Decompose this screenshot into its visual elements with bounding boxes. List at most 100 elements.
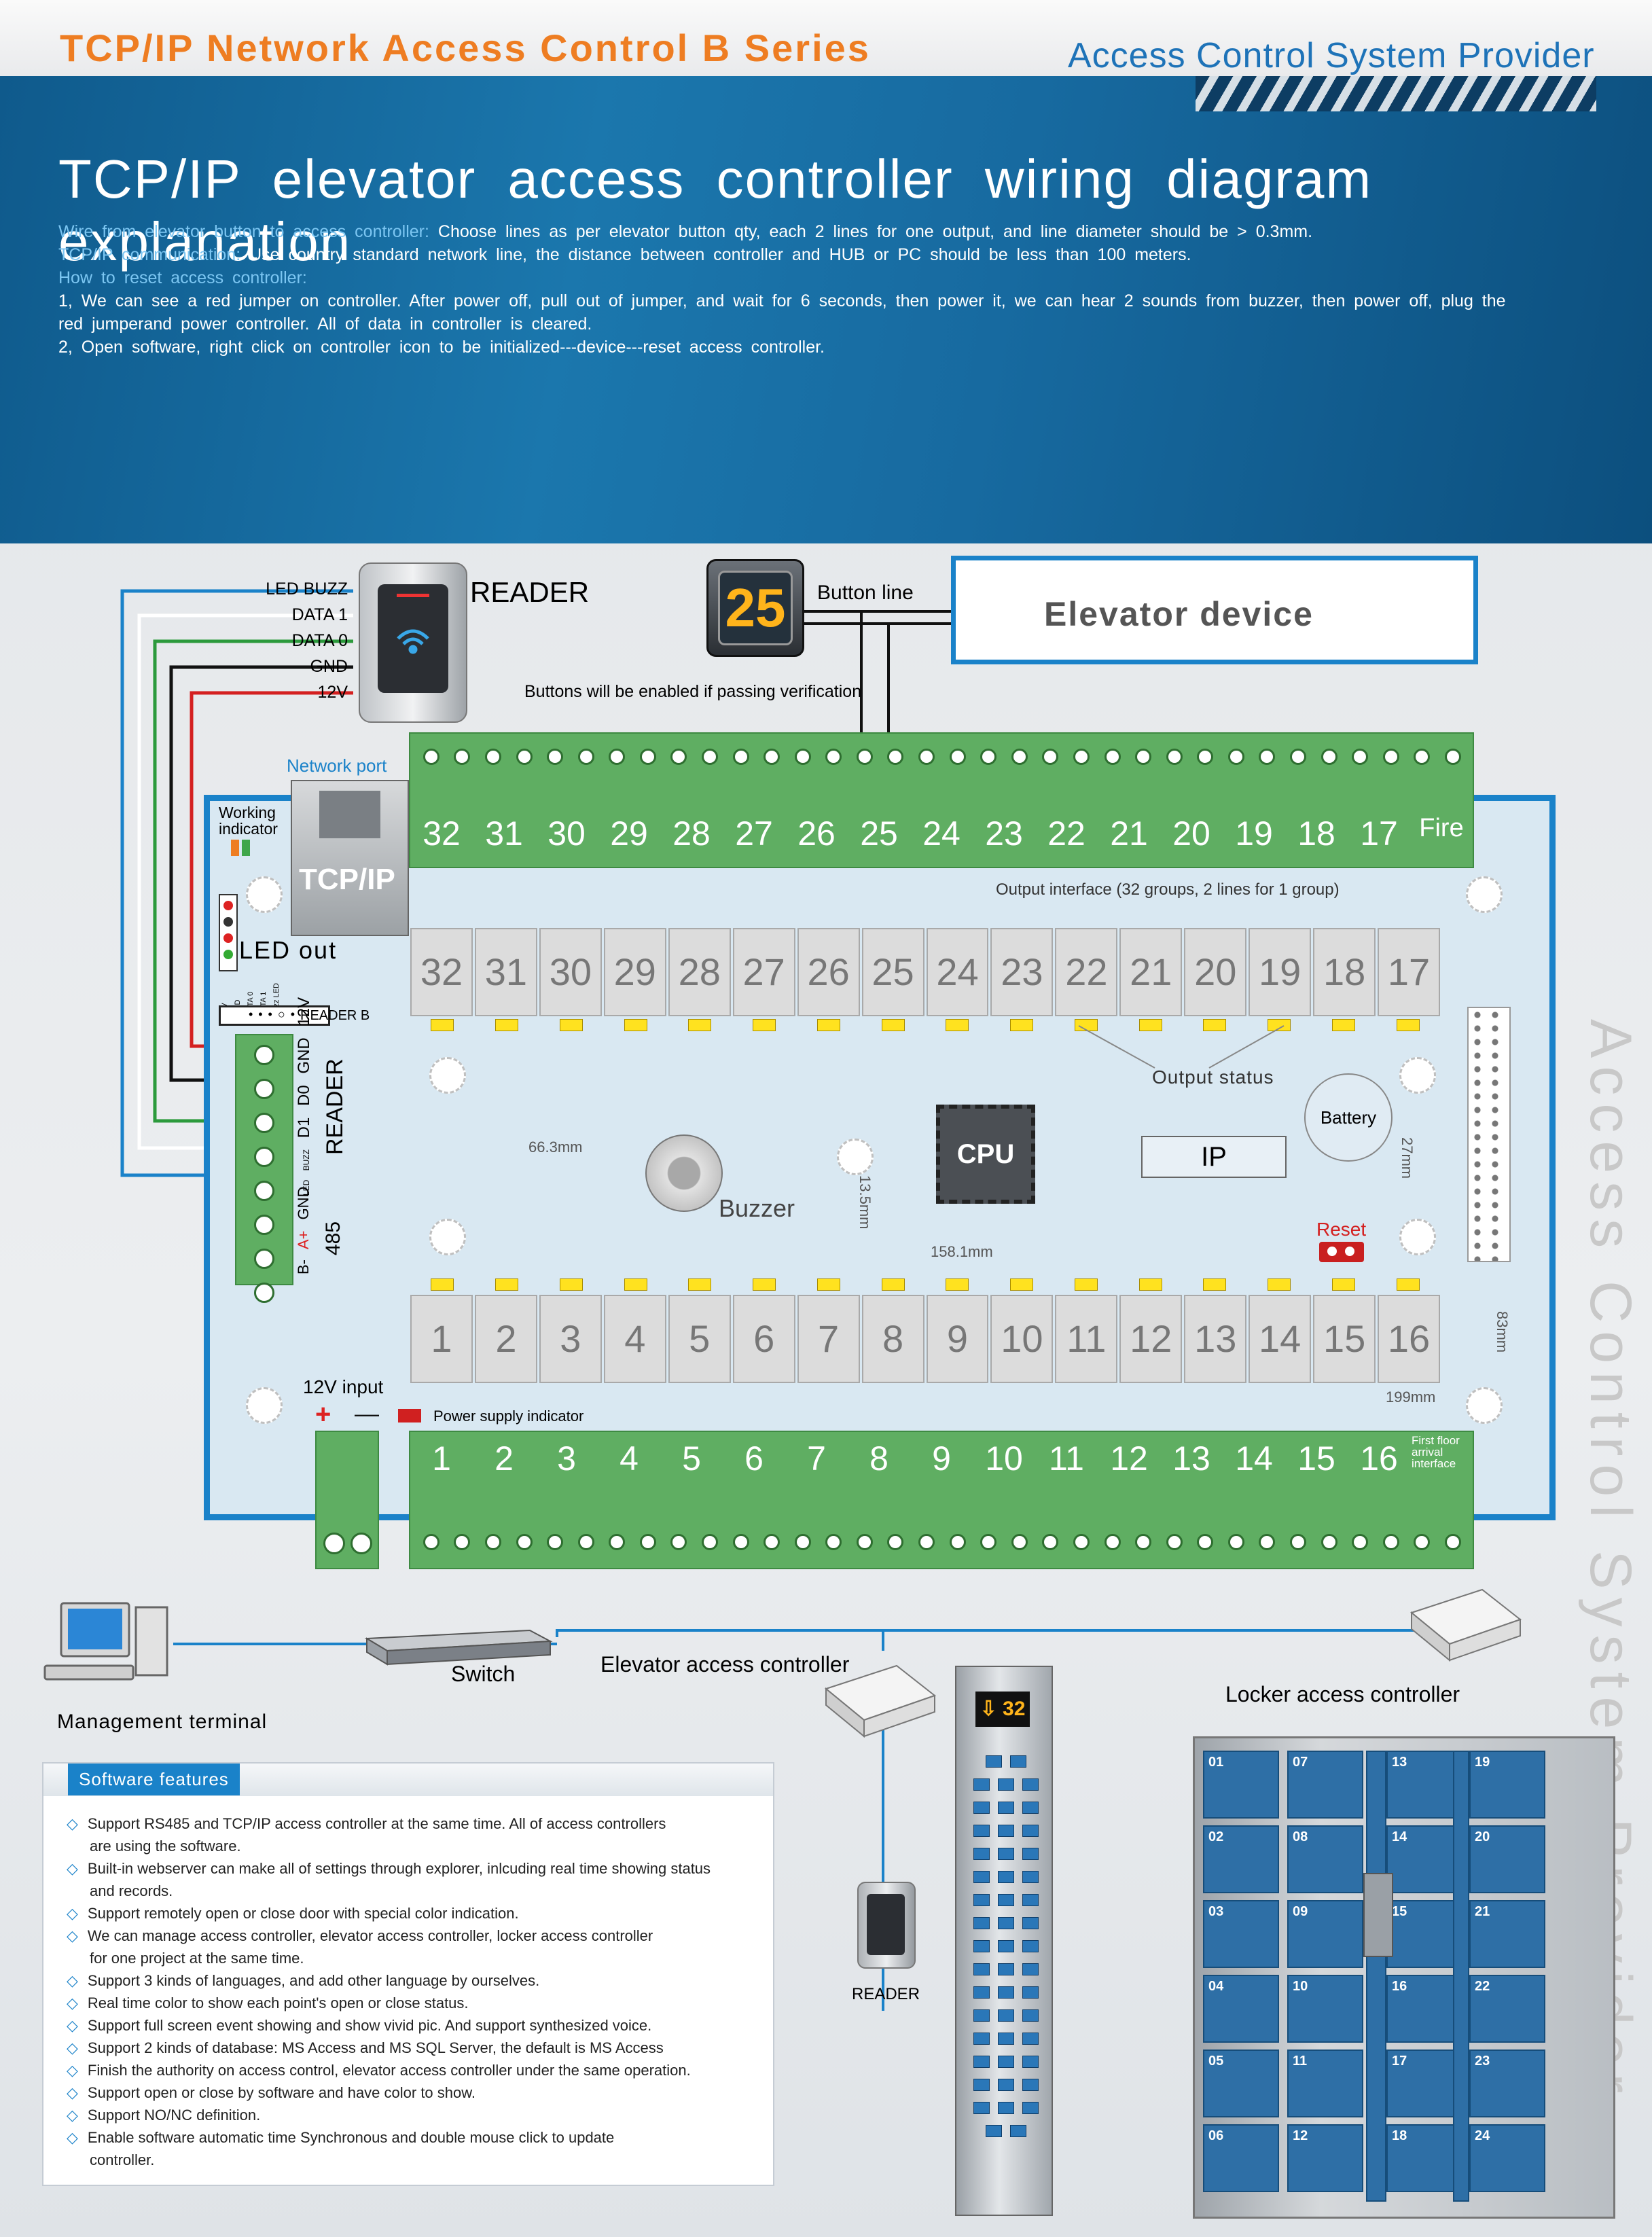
output-box: 16	[1378, 1295, 1440, 1383]
cpu-chip: CPU	[936, 1105, 1035, 1204]
elevator-floor-button[interactable]	[998, 2079, 1014, 2091]
elevator-floor-button[interactable]	[998, 1894, 1014, 1906]
elevator-floor-button[interactable]	[973, 1940, 990, 1952]
locker-keypad[interactable]	[1363, 1873, 1393, 1957]
elevator-floor-button[interactable]	[973, 2056, 990, 2068]
elevator-button-row	[969, 2099, 1043, 2122]
elevator-floor-button[interactable]	[1022, 1940, 1039, 1952]
elevator-floor-button[interactable]	[973, 1894, 990, 1906]
pin: A+	[295, 1230, 312, 1250]
elevator-floor-button[interactable]	[1022, 1963, 1039, 1975]
elevator-floor-button[interactable]	[1010, 1755, 1026, 1768]
elevator-floor-button[interactable]	[1022, 1871, 1039, 1883]
elevator-floor-button[interactable]	[973, 1963, 990, 1975]
elevator-floor-button[interactable]	[998, 2056, 1014, 2068]
elevator-floor-button[interactable]	[1022, 1825, 1039, 1837]
elevator-floor-button[interactable]	[973, 2033, 990, 2045]
locker-door[interactable]: 13	[1386, 1751, 1462, 1819]
locker-door[interactable]: 20	[1469, 1825, 1545, 1893]
elevator-floor-button[interactable]	[998, 1986, 1014, 1999]
screw	[516, 1534, 533, 1550]
locker-door[interactable]: 22	[1469, 1975, 1545, 2043]
elevator-floor-button[interactable]	[973, 2079, 990, 2091]
elevator-floor-button[interactable]	[998, 1802, 1014, 1814]
locker-door[interactable]: 23	[1469, 2050, 1545, 2117]
locker-door[interactable]: 11	[1287, 2050, 1363, 2117]
floor-display-number: 32	[1003, 1698, 1026, 1720]
screw	[949, 749, 966, 765]
elevator-floor-button[interactable]	[973, 1848, 990, 1860]
feature-text: We can manage access controller, elevato…	[87, 1927, 653, 1944]
locker-door[interactable]: 05	[1203, 2050, 1279, 2117]
elevator-floor-button[interactable]	[1022, 1894, 1039, 1906]
feature-item: ◇We can manage access controller, elevat…	[67, 1927, 653, 1944]
output-box: 31	[474, 928, 537, 1016]
locker-door[interactable]: 02	[1203, 1825, 1279, 1893]
elevator-floor-button[interactable]	[973, 1778, 990, 1791]
page-title: TCP/IP elevator access controller wiring…	[58, 149, 1373, 272]
elevator-floor-button[interactable]	[1022, 2102, 1039, 2114]
elevator-floor-button[interactable]	[1010, 2125, 1026, 2137]
screw	[484, 1534, 501, 1550]
elevator-floor-button[interactable]	[1022, 2056, 1039, 2068]
desc-line-6: 2, Open software, right click on control…	[58, 338, 825, 357]
elevator-floor-button[interactable]	[998, 2102, 1014, 2114]
feature-item: ◇Support RS485 and TCP/IP access control…	[67, 1815, 666, 1832]
locker-door[interactable]: 04	[1203, 1975, 1279, 2043]
elevator-floor-button[interactable]	[973, 2009, 990, 2022]
locker-door[interactable]: 10	[1287, 1975, 1363, 2043]
locker-door[interactable]: 12	[1287, 2124, 1363, 2192]
screw	[701, 749, 718, 765]
elevator-button-row	[969, 2076, 1043, 2099]
elevator-floor-button[interactable]	[986, 2125, 1002, 2137]
elevator-floor-button[interactable]	[973, 1871, 990, 1883]
locker-door[interactable]: 18	[1386, 2124, 1462, 2192]
elevator-floor-button[interactable]	[998, 1871, 1014, 1883]
locker-door[interactable]: 08	[1287, 1825, 1363, 1893]
elevator-button-row	[969, 1914, 1043, 1937]
locker-door[interactable]: 09	[1287, 1900, 1363, 1968]
locker-door[interactable]: 16	[1386, 1975, 1462, 2043]
elevator-floor-button[interactable]	[1022, 1778, 1039, 1791]
elevator-floor-button[interactable]	[998, 1940, 1014, 1952]
elevator-floor-button[interactable]	[973, 1825, 990, 1837]
elevator-floor-button[interactable]	[973, 1802, 990, 1814]
locker-door[interactable]: 14	[1386, 1825, 1462, 1893]
locker-door[interactable]: 24	[1469, 2124, 1545, 2192]
locker-door[interactable]: 03	[1203, 1900, 1279, 1968]
wire-label: 12V	[317, 683, 348, 702]
screw	[254, 1215, 274, 1235]
locker-door[interactable]: 17	[1386, 2050, 1462, 2117]
locker-door[interactable]: 21	[1469, 1900, 1545, 1968]
elevator-floor-button[interactable]	[1022, 1986, 1039, 1999]
upper-output-leds	[410, 1019, 1440, 1033]
elevator-floor-button[interactable]	[998, 2009, 1014, 2022]
elevator-floor-button[interactable]	[1022, 1802, 1039, 1814]
terminal-number: 30	[547, 815, 586, 853]
elevator-floor-button[interactable]	[998, 1778, 1014, 1791]
elevator-floor-button[interactable]	[1022, 2009, 1039, 2022]
elevator-floor-button[interactable]	[1022, 1917, 1039, 1929]
locker-door[interactable]: 06	[1203, 2124, 1279, 2192]
reset-jumper[interactable]	[1319, 1242, 1364, 1262]
elevator-floor-button[interactable]	[973, 2102, 990, 2114]
elevator-floor-button[interactable]	[998, 1848, 1014, 1860]
wire-label: DATA 1	[291, 605, 348, 624]
elevator-floor-button[interactable]	[1022, 1848, 1039, 1860]
elevator-floor-button[interactable]	[973, 1917, 990, 1929]
locker-door[interactable]: 19	[1469, 1751, 1545, 1819]
elevator-floor-button[interactable]	[998, 1963, 1014, 1975]
screw	[825, 749, 842, 765]
elevator-floor-button[interactable]	[1022, 2033, 1039, 2045]
network-port-label: Network port	[287, 755, 387, 776]
elevator-floor-button[interactable]	[973, 1986, 990, 1999]
elevator-floor-button[interactable]	[998, 2033, 1014, 2045]
elevator-floor-button[interactable]	[1022, 2079, 1039, 2091]
elevator-floor-button[interactable]	[986, 1755, 1002, 1768]
locker-door[interactable]: 01	[1203, 1751, 1279, 1819]
elevator-floor-button[interactable]	[998, 1825, 1014, 1837]
screw	[764, 749, 780, 765]
locker-door[interactable]: 15	[1386, 1900, 1462, 1968]
locker-door[interactable]: 07	[1287, 1751, 1363, 1819]
elevator-floor-button[interactable]	[998, 1917, 1014, 1929]
